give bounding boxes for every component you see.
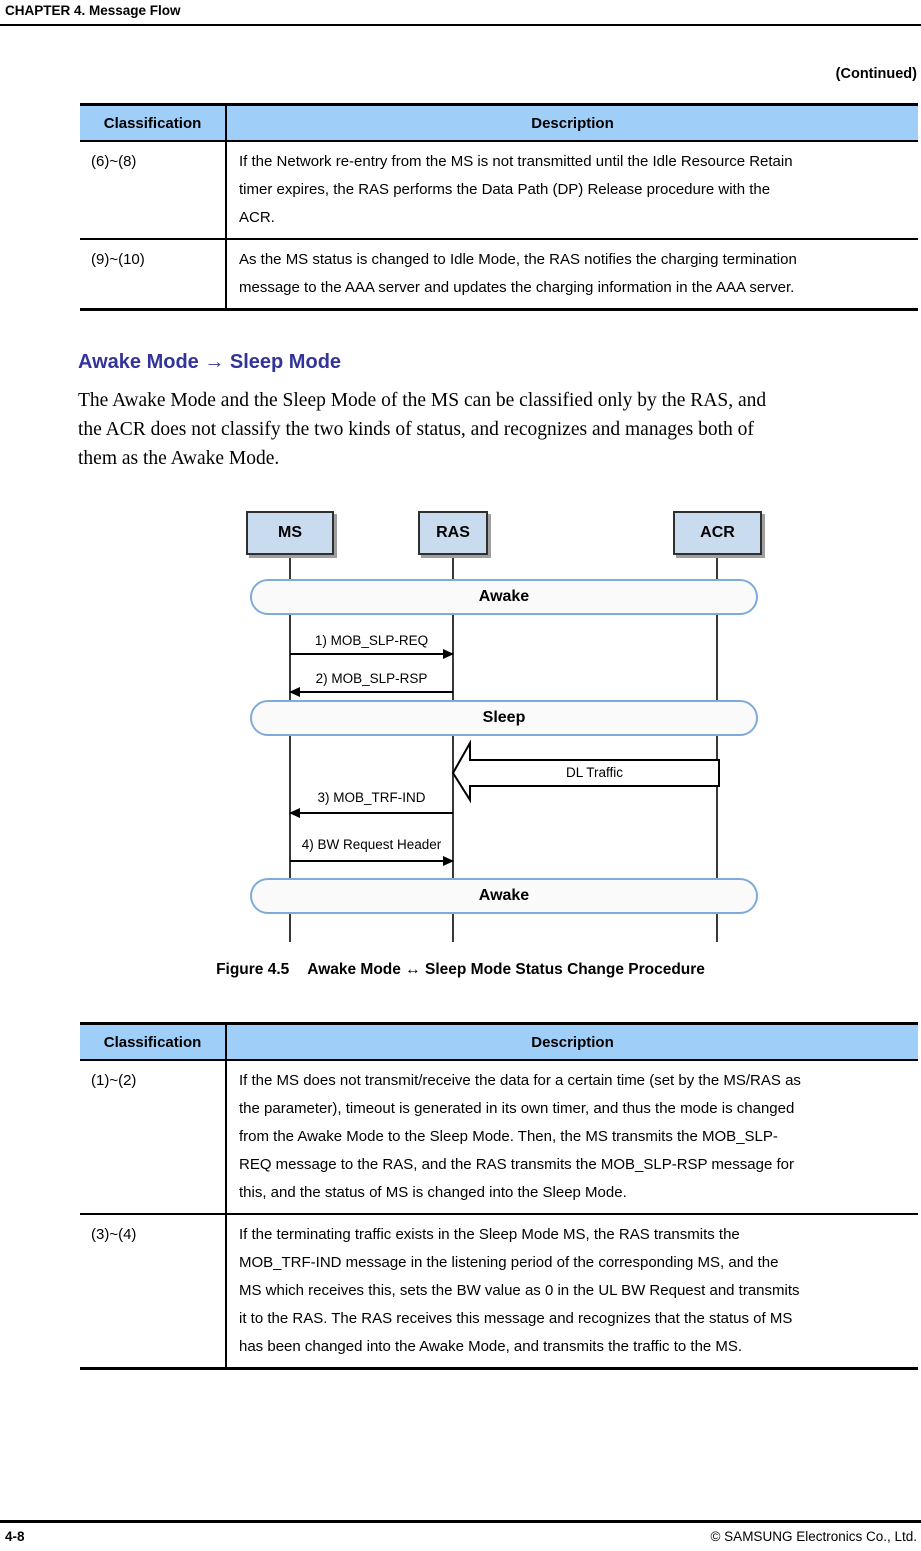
section-paragraph: The Awake Mode and the Sleep Mode of the… [78, 386, 918, 473]
column-header-classification: Classification [80, 106, 227, 140]
classification-cell: (9)~(10) [80, 240, 227, 308]
state-pill-awake-bottom: Awake [250, 878, 758, 914]
lifeline-ras [452, 555, 454, 942]
description-line: If the MS does not transmit/receive the … [239, 1072, 801, 1089]
lifeline-ms [289, 555, 291, 942]
column-header-description: Description [531, 115, 614, 132]
description-line: MS which receives this, sets the BW valu… [239, 1282, 800, 1299]
arrowhead-left-icon [289, 687, 300, 697]
description-line: MOB_TRF-IND message in the listening per… [239, 1254, 779, 1271]
table-header-row: Classification Description [80, 1025, 918, 1061]
table-sleep-mode: Classification Description (1)~(2) If th… [80, 1022, 918, 1370]
continued-label: (Continued) [835, 66, 917, 82]
chapter-header: CHAPTER 4. Message Flow [5, 3, 181, 18]
table-header-row: Classification Description [80, 106, 918, 142]
description-line: ACR. [239, 209, 275, 226]
description-line: message to the AAA server and updates th… [239, 279, 795, 296]
message-line [289, 808, 453, 818]
arrowhead-right-icon [443, 649, 454, 659]
description-line: timer expires, the RAS performs the Data… [239, 181, 771, 198]
message-bw-request-header: 4) BW Request Header [290, 837, 454, 866]
paragraph-line: The Awake Mode and the Sleep Mode of the… [78, 390, 767, 411]
state-pill-awake-top: Awake [250, 579, 758, 615]
description-cell: If the MS does not transmit/receive the … [227, 1061, 918, 1213]
description-cell: As the MS status is changed to Idle Mode… [227, 240, 918, 308]
copyright-notice: © SAMSUNG Electronics Co., Ltd. [710, 1529, 917, 1544]
header-rule [0, 24, 921, 26]
message-mob-trf-ind: 3) MOB_TRF-IND [289, 790, 453, 818]
lifeline-acr [716, 555, 718, 942]
actor-box-ms: MS [246, 511, 334, 555]
block-arrow-shape [451, 740, 720, 804]
description-line: this, and the status of MS is changed in… [239, 1184, 627, 1201]
figure-caption: Figure 4.5 Awake Mode ↔ Sleep Mode Status… [0, 961, 921, 979]
description-cell: If the terminating traffic exists in the… [227, 1215, 918, 1367]
classification-cell: (3)~(4) [80, 1215, 227, 1367]
message-label: 1) MOB_SLP-REQ [314, 633, 429, 648]
description-line: If the terminating traffic exists in the… [239, 1226, 740, 1243]
message-label: 2) MOB_SLP-RSP [315, 671, 428, 686]
table-row: (3)~(4) If the terminating traffic exist… [80, 1215, 918, 1367]
table-idle-mode: Classification Description (6)~(8) If th… [80, 103, 918, 311]
column-header-description: Description [531, 1034, 614, 1051]
figure-caption-title: Awake Mode ↔ Sleep Mode Status Change Pr… [307, 961, 705, 978]
classification-cell: (1)~(2) [80, 1061, 227, 1213]
message-line [290, 649, 454, 659]
description-line: has been changed into the Awake Mode, an… [239, 1338, 743, 1355]
actor-box-acr: ACR [673, 511, 762, 555]
column-header-classification: Classification [80, 1025, 227, 1059]
paragraph-line: them as the Awake Mode. [78, 448, 280, 469]
arrowhead-left-icon [289, 808, 300, 818]
description-line: If the Network re-entry from the MS is n… [239, 153, 793, 170]
state-pill-sleep: Sleep [250, 700, 758, 736]
message-line [289, 687, 453, 697]
page-number: 4-8 [5, 1529, 25, 1544]
message-mob-slp-rsp: 2) MOB_SLP-RSP [289, 671, 453, 697]
classification-cell: (6)~(8) [80, 142, 227, 238]
dl-traffic-block-arrow [451, 740, 720, 804]
message-mob-slp-req: 1) MOB_SLP-REQ [290, 633, 454, 659]
message-label: 3) MOB_TRF-IND [317, 790, 426, 805]
table-row: (1)~(2) If the MS does not transmit/rece… [80, 1061, 918, 1215]
message-line [290, 856, 454, 866]
footer-rule [0, 1520, 921, 1523]
description-line: As the MS status is changed to Idle Mode… [239, 251, 797, 268]
paragraph-line: the ACR does not classify the two kinds … [78, 419, 754, 440]
dl-traffic-label: DL Traffic [565, 765, 624, 780]
section-heading: Awake Mode → Sleep Mode [78, 351, 342, 373]
description-line: it to the RAS. The RAS receives this mes… [239, 1310, 793, 1327]
arrowhead-right-icon [443, 856, 454, 866]
description-line: from the Awake Mode to the Sleep Mode. T… [239, 1128, 778, 1145]
table-row: (6)~(8) If the Network re-entry from the… [80, 142, 918, 240]
table-row: (9)~(10) As the MS status is changed to … [80, 240, 918, 308]
description-cell: If the Network re-entry from the MS is n… [227, 142, 918, 238]
description-line: the parameter), timeout is generated in … [239, 1100, 795, 1117]
message-label: 4) BW Request Header [301, 837, 442, 852]
figure-caption-number: Figure 4.5 [216, 961, 290, 978]
description-line: REQ message to the RAS, and the RAS tran… [239, 1156, 794, 1173]
actor-box-ras: RAS [418, 511, 488, 555]
